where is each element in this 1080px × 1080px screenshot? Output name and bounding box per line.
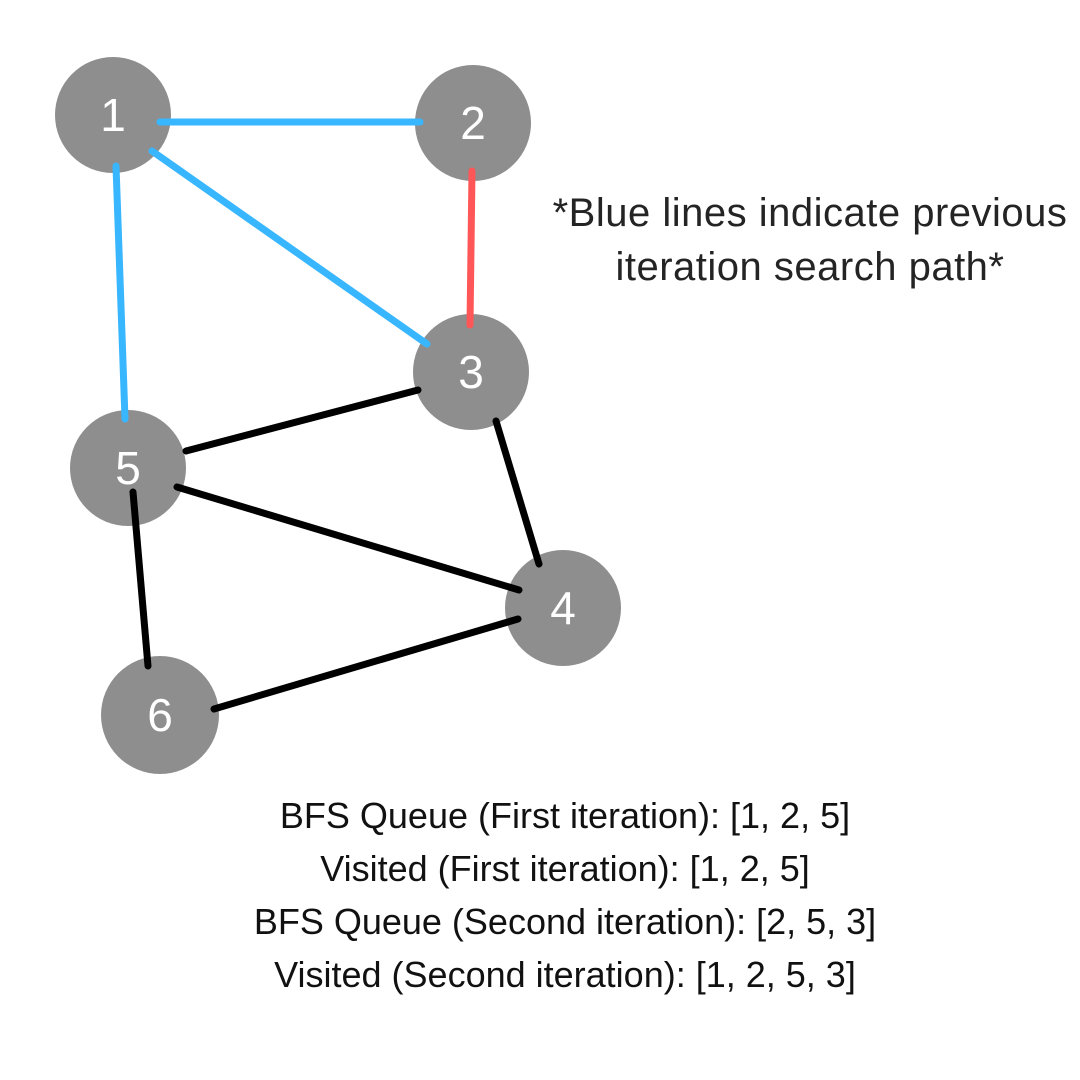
edge-3-5-black: [182, 386, 422, 455]
node-1-label: 1: [100, 89, 126, 141]
node-4-label: 4: [550, 582, 576, 634]
node-4-circle: [505, 550, 621, 666]
node-5-label: 5: [115, 442, 141, 494]
node-2-label: 2: [460, 97, 486, 149]
edge-5-4-black: [173, 483, 523, 594]
annotation-line-2: iteration search path*: [615, 245, 1005, 289]
node-3-circle: [413, 314, 529, 430]
visited-second-iteration: Visited (Second iteration): [1, 2, 5, 3]: [274, 954, 856, 995]
visited-first-iteration: Visited (First iteration): [1, 2, 5]: [320, 848, 810, 889]
bfs-status-text: BFS Queue (First iteration): [1, 2, 5] V…: [215, 789, 915, 1001]
edge-3-4-black: [492, 417, 543, 568]
bfs-queue-first-iteration: BFS Queue (First iteration): [1, 2, 5]: [279, 795, 851, 836]
edge-2-3-red: [466, 167, 476, 329]
node-1-circle: [55, 57, 171, 173]
node-5-circle: [70, 410, 186, 526]
edge-1-3-blue: [148, 147, 431, 348]
blue-lines-annotation: *Blue lines indicate previous iteration …: [530, 186, 1080, 294]
node-3-label: 3: [458, 346, 484, 398]
annotation-line-1: *Blue lines indicate previous: [552, 191, 1068, 235]
node-6-label: 6: [147, 689, 173, 741]
edge-5-6-black: [129, 488, 152, 670]
node-2-circle: [415, 65, 531, 181]
edge-1-5-blue: [112, 162, 129, 423]
node-6-circle: [101, 656, 219, 774]
bfs-queue-second-iteration: BFS Queue (Second iteration): [2, 5, 3]: [253, 901, 877, 942]
edge-6-4-black: [210, 615, 522, 713]
